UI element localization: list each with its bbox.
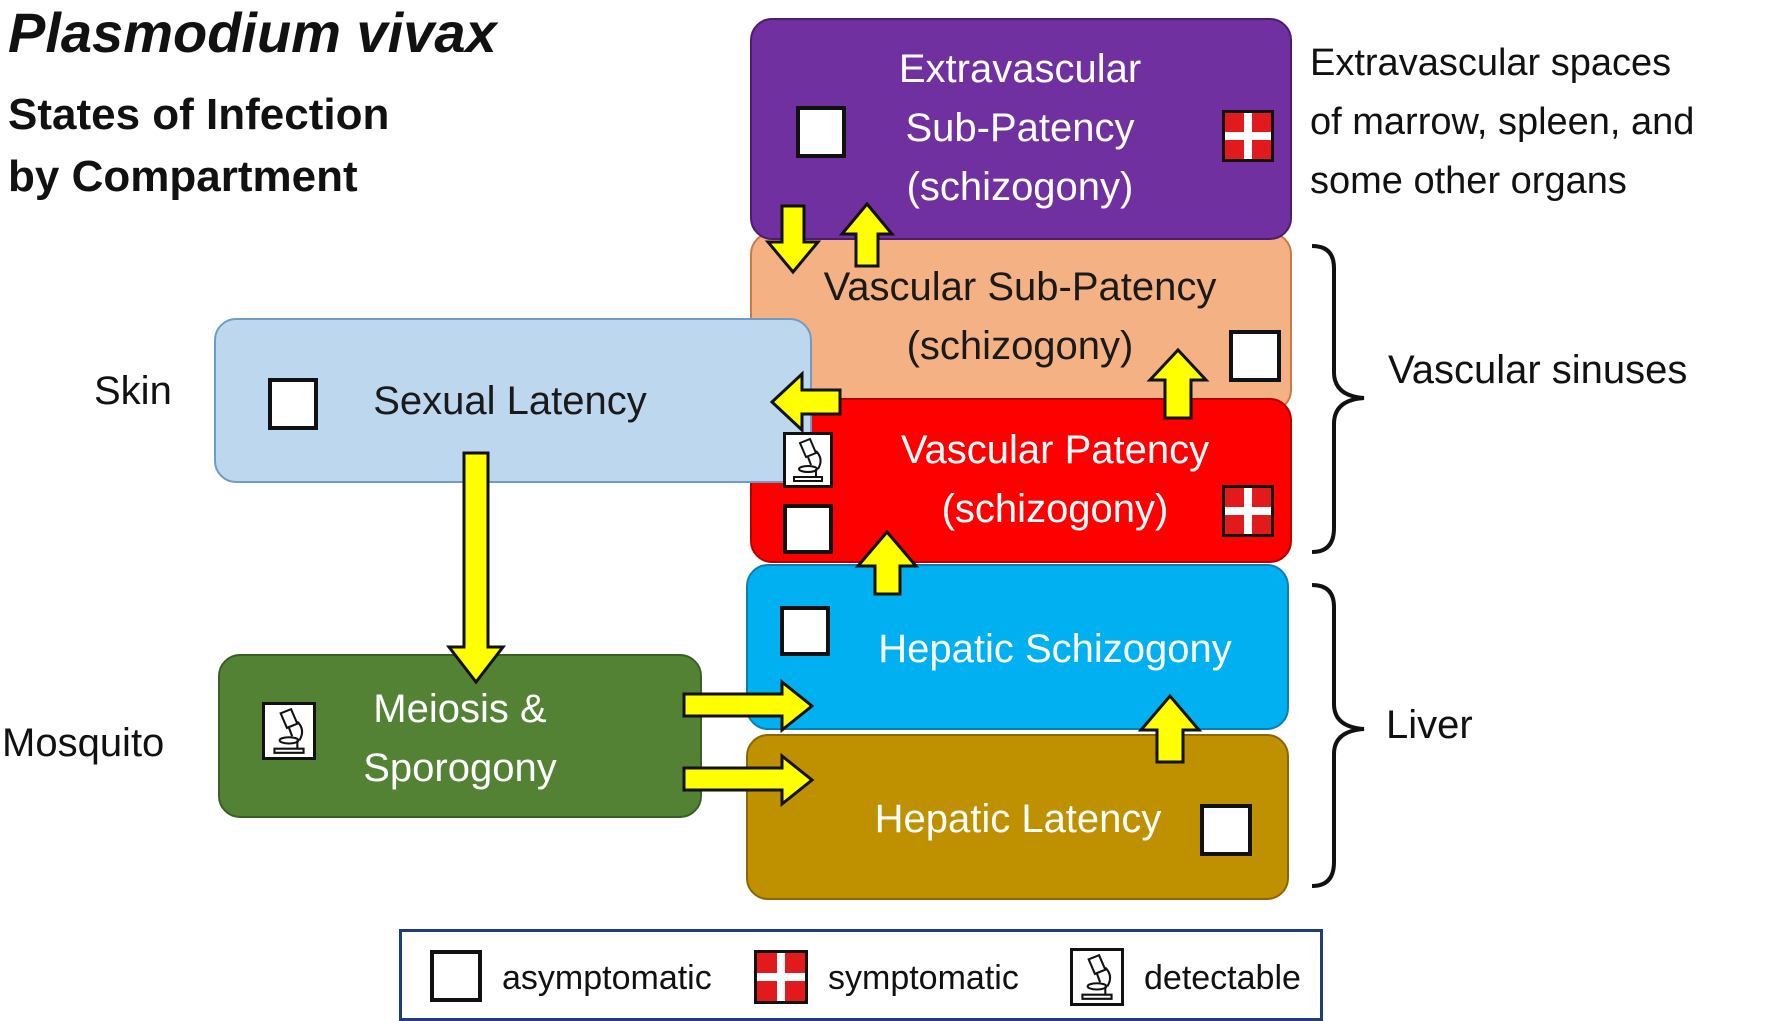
legend: asymptomatic symptomatic detectable — [399, 929, 1323, 1021]
diagram-title: Plasmodium vivax — [8, 1, 497, 64]
arrow-vascular-to-sexual-latency — [769, 370, 842, 434]
vascular-sub-patency-label: Vascular Sub-Patency (schizogony) — [770, 258, 1270, 376]
asymptomatic-icon — [780, 606, 830, 656]
symptomatic-icon — [1222, 110, 1274, 162]
microscope-icon — [262, 702, 316, 760]
vascular-sinuses-brace — [1311, 244, 1365, 554]
label-line: (schizogony) — [941, 487, 1169, 531]
diagram-subtitle: States of Infection by Compartment — [8, 84, 389, 208]
hepatic-latency-box — [746, 734, 1289, 900]
compartment-liver-label: Liver — [1386, 703, 1473, 747]
microscope-icon — [783, 432, 833, 488]
note-line-1: Extravascular spaces — [1310, 42, 1672, 84]
asymptomatic-icon — [796, 106, 846, 158]
extravascular-compartment-note: Extravascular spaces of marrow, spleen, … — [1310, 34, 1694, 211]
label-line: (schizogony) — [906, 165, 1134, 209]
hepatic-latency-label: Hepatic Latency — [874, 797, 1162, 841]
asymptomatic-icon — [1229, 330, 1281, 382]
arrow-meiosis-to-hepatic-latency — [682, 752, 815, 808]
extravascular-sub-patency-label: Extravascular Sub-Patency (schizogony) — [770, 40, 1270, 217]
arrow-extravascular-to-vascular-sub — [764, 204, 822, 275]
label-line: Vascular Patency — [900, 428, 1210, 472]
subtitle-line-2: by Compartment — [8, 152, 358, 201]
legend-asymptomatic-label: asymptomatic — [502, 959, 712, 997]
hepatic-schizogony-box — [746, 564, 1289, 730]
label-line: Vascular Sub-Patency — [823, 265, 1217, 309]
symptomatic-icon — [1222, 485, 1274, 537]
compartment-mosquito-label: Mosquito — [2, 721, 165, 765]
vascular-patency-box — [750, 398, 1292, 563]
microscope-icon — [1070, 948, 1124, 1006]
arrow-sexual-latency-to-meiosis — [445, 451, 507, 685]
asymptomatic-icon — [430, 950, 482, 1002]
arrow-meiosis-to-hepatic-schizogony — [682, 678, 815, 734]
vascular-patency-label: Vascular Patency (schizogony) — [830, 421, 1280, 539]
asymptomatic-icon — [1200, 804, 1252, 856]
meiosis-sporogony-label: Meiosis & Sporogony — [330, 680, 590, 798]
compartment-vascular-label: Vascular sinuses — [1388, 348, 1688, 392]
asymptomatic-icon — [268, 378, 318, 430]
arrow-hepatic-schizogony-to-patency — [854, 529, 920, 596]
hepatic-schizogony-label: Hepatic Schizogony — [878, 627, 1232, 671]
asymptomatic-icon — [783, 504, 833, 554]
note-line-3: some other organs — [1310, 160, 1627, 202]
label-line: Extravascular — [898, 47, 1142, 91]
vascular-sub-patency-box — [750, 232, 1292, 412]
label-line: Meiosis & — [373, 687, 547, 731]
arrow-patency-to-sub-patency — [1146, 347, 1210, 420]
symptomatic-icon — [754, 950, 808, 1004]
sexual-latency-label: Sexual Latency — [373, 379, 647, 423]
liver-brace — [1311, 583, 1365, 888]
legend-symptomatic-label: symptomatic — [828, 959, 1019, 997]
subtitle-line-1: States of Infection — [8, 90, 390, 139]
label-line: (schizogony) — [906, 324, 1134, 368]
note-line-2: of marrow, spleen, and — [1310, 101, 1695, 143]
label-line: Sporogony — [363, 746, 557, 790]
arrow-vascular-sub-to-extravascular — [838, 201, 896, 268]
arrow-hepatic-latency-to-schizogony — [1137, 693, 1203, 764]
legend-detectable-label: detectable — [1144, 959, 1301, 997]
compartment-skin-label: Skin — [94, 369, 172, 413]
label-line: Sub-Patency — [905, 106, 1135, 150]
